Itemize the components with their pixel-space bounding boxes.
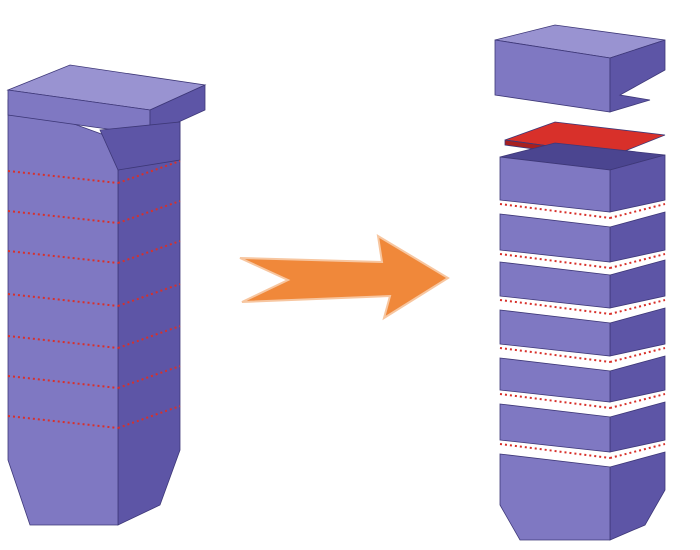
seam-line bbox=[7, 375, 119, 389]
segment-side-face bbox=[609, 401, 666, 453]
seam-line bbox=[117, 325, 181, 349]
segment-side-face bbox=[609, 307, 666, 357]
intact-column bbox=[6, 64, 207, 526]
segment-front-face bbox=[499, 309, 611, 357]
seam-line bbox=[499, 347, 611, 363]
seam-line bbox=[7, 170, 119, 184]
segment-side-face bbox=[609, 355, 666, 403]
seam-line bbox=[499, 299, 611, 315]
segment-front-face bbox=[499, 403, 611, 453]
transform-arrow bbox=[239, 234, 450, 321]
segment-side-face bbox=[609, 451, 666, 541]
seam-line bbox=[117, 283, 181, 307]
segment-side-face bbox=[609, 211, 666, 263]
seam-line bbox=[117, 160, 181, 184]
seam-line bbox=[7, 335, 119, 349]
seam-line bbox=[499, 203, 611, 219]
segmented-column bbox=[494, 24, 666, 541]
seam-line bbox=[117, 240, 181, 264]
arrow-shape bbox=[239, 234, 450, 321]
cap-notch-face bbox=[99, 121, 181, 171]
seam-line bbox=[7, 250, 119, 264]
seam-line bbox=[499, 393, 611, 409]
segment-front-face bbox=[499, 357, 611, 403]
segment-front-face bbox=[499, 261, 611, 309]
segment-front-face bbox=[499, 156, 611, 213]
seam-line bbox=[117, 405, 181, 429]
cap-side-face bbox=[609, 39, 666, 113]
seam-line bbox=[499, 253, 611, 269]
segment-side-face bbox=[609, 259, 666, 309]
segment-front-face bbox=[499, 213, 611, 263]
seam-line bbox=[7, 293, 119, 307]
seam-line bbox=[499, 443, 611, 459]
seam-line bbox=[117, 365, 181, 389]
seam-line bbox=[7, 210, 119, 224]
seam-line bbox=[117, 200, 181, 224]
column-front-face bbox=[7, 99, 119, 526]
column-side-face bbox=[117, 119, 181, 526]
seam-line bbox=[7, 415, 119, 429]
segment-front-face bbox=[499, 453, 611, 541]
